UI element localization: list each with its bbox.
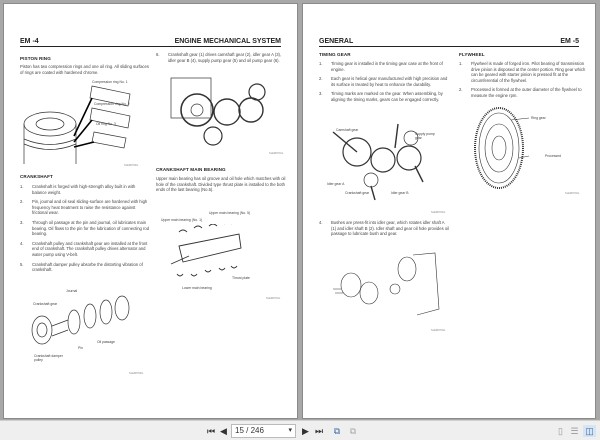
figure-code: SLEM9704L [565,192,580,195]
chapter-title: ENGINE MECHANICAL SYSTEM [174,38,281,45]
section-title-timing-gear: TIMING GEAR [319,52,351,57]
list-item: 4.Bushes are press-fit into idler gear, … [319,220,450,237]
page-number-input[interactable]: 15 / 246 ▾ [231,424,296,438]
section-title-main-bearing: CRANKSHAFT MAIN BEARING [156,167,226,172]
label-pin: Pin [78,346,83,350]
single-page-view-icon: ▯ [558,425,563,436]
paste-page-icon: ⧉ [349,425,357,436]
two-page-view-button[interactable]: ◫ [583,425,596,437]
list-item: 2.Processed is formed at the outer diame… [459,87,582,98]
label-camshaft-gear: Camshaft gear [336,128,359,132]
copy-page-button[interactable]: ⧉ [331,425,343,437]
page-header: GENERAL EM -5 [319,37,579,47]
label-crankshaft-gear: Crankshaft gear [33,302,58,306]
timing-gear-list: 1.Timing gear is installed in the timing… [319,61,449,107]
label-upper-bearing-5: Upper main bearing (No. 5) [209,211,251,215]
timing-gear-figure [332,123,424,201]
label-journal: Journal [66,289,78,293]
piston-ring-figure [23,85,131,164]
dropdown-icon[interactable]: ▾ [288,427,292,434]
crankshaft-list: 1.Crankshaft is forged with high-strengt… [20,184,150,277]
single-page-view-button[interactable]: ▯ [555,425,566,437]
list-item: 1.Crankshaft is forged with high-strengt… [20,184,136,195]
gear-train-figure [170,77,266,146]
figure-code: SLEM9703L [431,329,446,332]
label-crankshaft-gear: Crankshaft gear [345,191,370,195]
flywheel-list: 1.Flywheel is made of forged iron. Pilot… [459,61,587,103]
label-lower-bearing: Lower main bearing [182,286,212,290]
label-compression-ring-1: Compression ring No. 1 [92,80,128,84]
first-page-icon: ⏮ [206,425,216,436]
crankshaft-figure [31,295,130,345]
page-right: GENERAL EM -5 TIMING GEAR 1.Timing gear … [302,3,596,419]
list-item: 4.Crankshaft pulley and crankshaft gear … [20,240,148,257]
page-number: EM -5 [560,38,579,45]
list-item: 2.Pin, journal and oil seal sliding-surf… [20,199,148,216]
figure-code: SLEM9700L [129,372,144,375]
flywheel-figure [474,107,530,189]
label-thrust-plate: Thrust plate [232,276,250,280]
last-page-icon: ⏭ [314,425,324,436]
paste-page-button[interactable]: ⧉ [347,425,359,437]
page-header: EM -4 ENGINE MECHANICAL SYSTEM [20,37,281,47]
section-title-flywheel: FLYWHEEL [459,52,485,57]
label-compression-ring-2: Compression ring No. 2 [94,102,130,106]
previous-page-button[interactable]: ◀ [219,425,228,437]
document-viewer[interactable]: EM -4 ENGINE MECHANICAL SYSTEM PISTON RI… [0,0,600,420]
figure-code: SLEM9701L [269,152,284,155]
label-crankshaft-damper-pulley: Crankshaft damper pulley [34,354,63,362]
label-idler-gear-a: Idler gear A [327,182,345,186]
page-number: EM -4 [20,38,39,45]
figure-code: SLEM9702L [431,211,446,214]
section-title-piston-ring: PISTON RING [20,56,51,61]
next-page-icon: ▶ [302,425,309,436]
piston-ring-body: Piston has two compression rings and one… [20,64,149,75]
main-bearing-body: Upper main bearing has oil groove and oi… [156,176,286,193]
continuous-view-icon: ☰ [570,425,579,436]
page-left: EM -4 ENGINE MECHANICAL SYSTEM PISTON RI… [3,3,298,419]
section-title-crankshaft: CRANKSHAFT [20,174,53,179]
viewer-toolbar: ⏮ ◀ 15 / 246 ▾ ▶ ⏭ ⧉ ⧉ ▯ ☰ ◫ [0,420,600,440]
label-upper-bearing-1: Upper main bearing (No. 1) [161,218,203,222]
list-item: 1.Timing gear is installed in the timing… [319,61,443,72]
list-item: 3.Timing marks are marked on the gear. W… [319,91,443,102]
gear-list: 6.Crankshaft gear (1) drives camshaft ge… [156,52,286,67]
label-processed: Processed [545,154,562,158]
label-supply-pump-gear: Supply pump gear [415,132,435,140]
last-page-button[interactable]: ⏭ [314,425,324,437]
main-bearing-figure [170,224,242,277]
label-ring-gear: Ring gear [531,116,546,120]
list-item: 1.Flywheel is made of forged iron. Pilot… [459,61,586,83]
list-item: 6.Crankshaft gear (1) drives camshaft ge… [156,52,282,63]
copy-page-icon: ⧉ [333,425,341,436]
continuous-view-button[interactable]: ☰ [569,425,580,437]
label-oil-ring-3: Oil ring No. 3 [96,122,116,126]
section-name: GENERAL [319,38,354,45]
figure-code: SLEM9701L [266,297,281,300]
first-page-button[interactable]: ⏮ [206,425,216,437]
list-item: 3.Through oil passage at the pin and jou… [20,219,150,237]
bush-list: 4.Bushes are press-fit into idler gear, … [319,220,449,241]
list-item: 5.Crankshaft damper pulley absorbe the d… [20,261,143,273]
next-page-button[interactable]: ▶ [301,425,310,437]
idler-shaft-figure [333,252,440,316]
figure-code: SLEM9700L [124,164,139,167]
list-item: 2.Each gear is helical gear manufactured… [319,76,448,87]
two-page-view-icon: ◫ [585,425,594,436]
prev-page-icon: ◀ [220,425,227,436]
label-oil-passage: Oil passage [97,340,115,344]
label-idler-gear-b: Idler gear B [391,191,409,195]
